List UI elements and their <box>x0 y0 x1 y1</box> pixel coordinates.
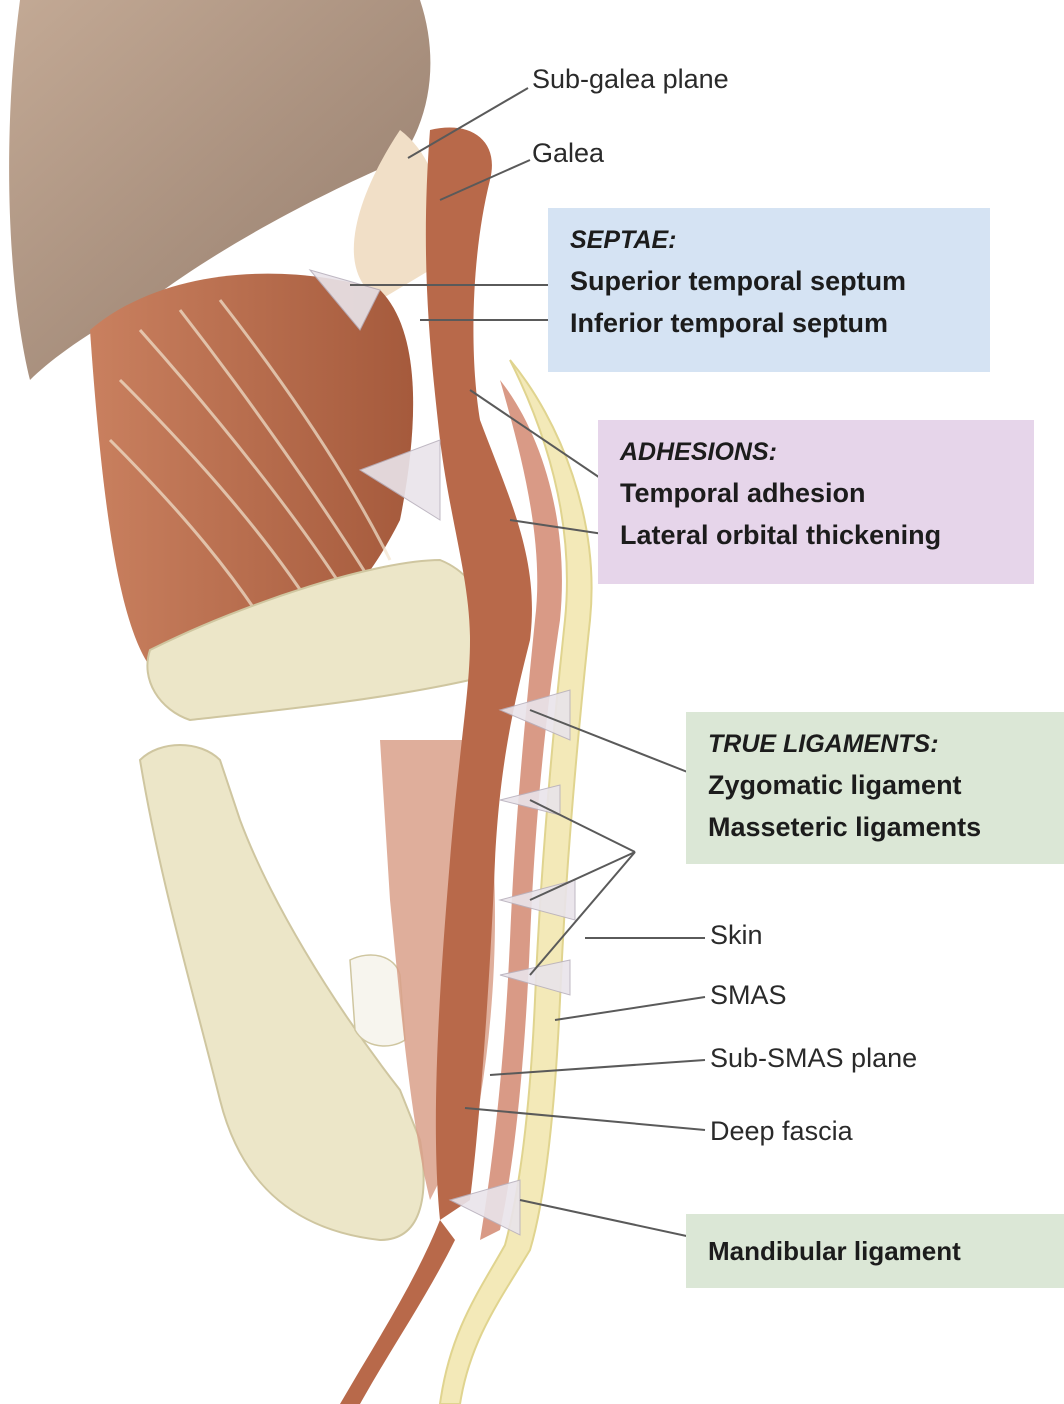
label-skin: Skin <box>710 920 763 951</box>
label-sub-galea-plane: Sub-galea plane <box>532 64 729 95</box>
septae-item: Superior temporal septum <box>570 260 968 302</box>
label-deep-fascia: Deep fascia <box>710 1116 853 1147</box>
true-ligaments-title: TRUE LIGAMENTS: <box>708 730 1042 759</box>
label-smas: SMAS <box>710 980 787 1011</box>
mandibular-ligament-callout: Mandibular ligament <box>686 1214 1064 1288</box>
true-ligaments-callout: TRUE LIGAMENTS: Zygomatic ligament Masse… <box>686 712 1064 864</box>
true-ligaments-item: Zygomatic ligament <box>708 764 1042 806</box>
mandibular-ligament-label: Mandibular ligament <box>708 1232 1042 1270</box>
septae-title: SEPTAE: <box>570 226 968 255</box>
adhesions-callout: ADHESIONS: Temporal adhesion Lateral orb… <box>598 420 1034 584</box>
true-ligaments-item: Masseteric ligaments <box>708 806 1042 848</box>
septae-item: Inferior temporal septum <box>570 302 968 344</box>
septae-callout: SEPTAE: Superior temporal septum Inferio… <box>548 208 990 372</box>
neck-tail <box>340 1220 455 1404</box>
adhesions-item: Lateral orbital thickening <box>620 514 1012 556</box>
label-galea: Galea <box>532 138 604 169</box>
label-sub-smas-plane: Sub-SMAS plane <box>710 1043 917 1074</box>
adhesions-title: ADHESIONS: <box>620 438 1012 467</box>
adhesions-item: Temporal adhesion <box>620 472 1012 514</box>
